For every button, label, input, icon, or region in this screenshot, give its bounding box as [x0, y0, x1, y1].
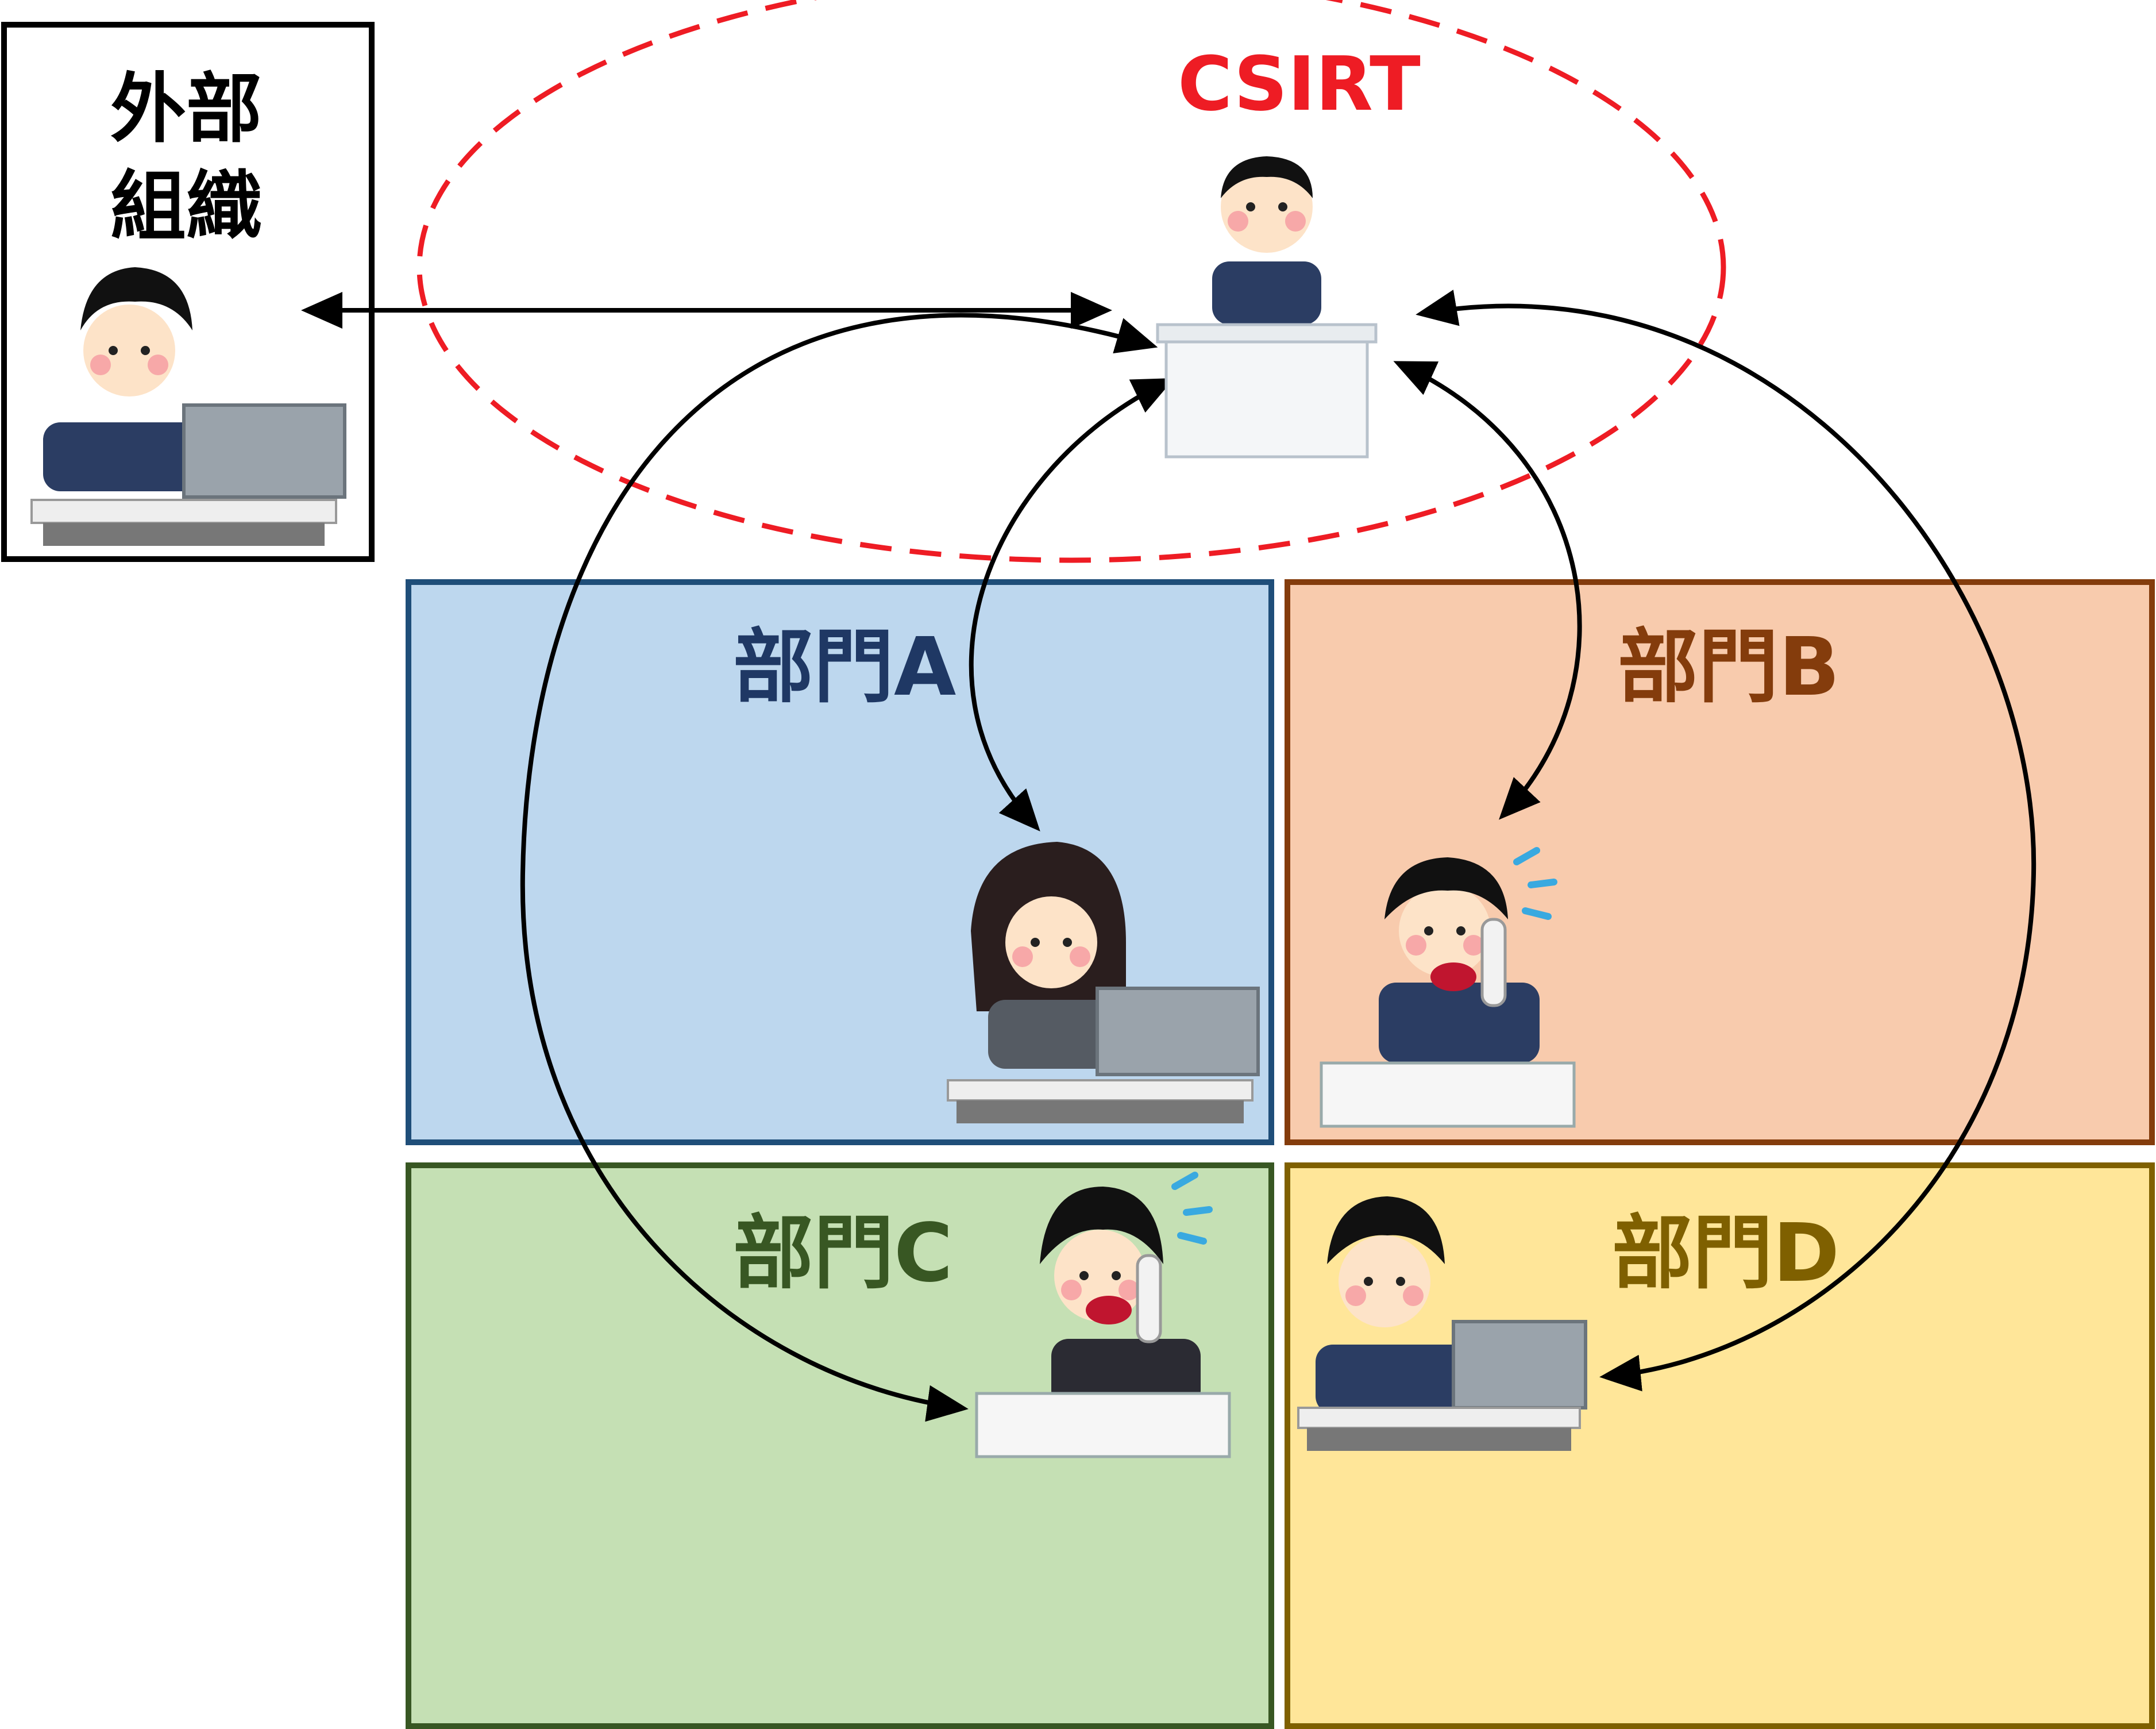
arrow-csirt-dept-d	[1416, 290, 2037, 1392]
headset-person-at-laptop-icon	[30, 267, 346, 546]
csirt-label: CSIRT	[1178, 40, 1421, 128]
department-b-label: 部門B	[1618, 621, 1840, 714]
arrow-csirt-dept-c	[520, 313, 1158, 1422]
external-org-title-line2: 組織	[110, 163, 262, 251]
person-at-podium-icon	[1156, 156, 1378, 459]
worried-man-on-phone-icon	[1320, 847, 1576, 1128]
department-c-label: 部門C	[733, 1207, 953, 1300]
woman-with-headset-at-laptop-icon	[947, 842, 1260, 1123]
arrows	[301, 290, 2037, 1422]
external-org-title-line1: 外部	[110, 65, 262, 153]
worried-man-at-laptop-icon	[1297, 1196, 1587, 1451]
department-d-label: 部門D	[1612, 1207, 1840, 1300]
department-a-label: 部門A	[733, 621, 956, 714]
csirt-boundary	[416, 0, 1726, 563]
arrow-csirt-dept-b	[1393, 361, 1582, 820]
arrow-csirt-dept-a	[969, 378, 1175, 831]
worried-person-on-phone-icon	[975, 1172, 1231, 1458]
